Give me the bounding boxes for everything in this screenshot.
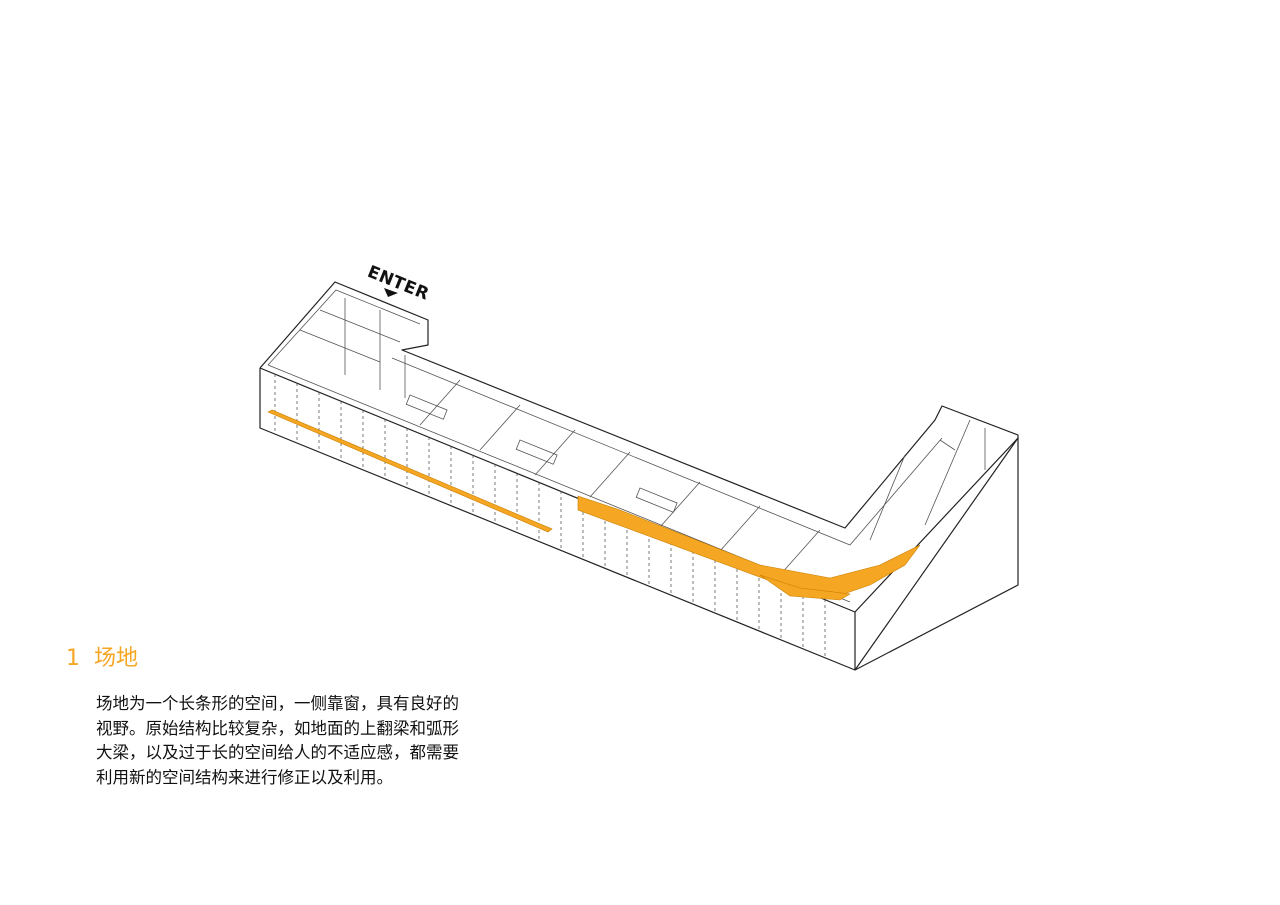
enter-arrow-icon [384, 288, 398, 297]
section-heading: 1 场地 [66, 640, 468, 672]
floor-beam [267, 409, 553, 533]
section-number: 1 [66, 646, 80, 671]
curved-beam-lower [759, 574, 851, 601]
building-outline [259, 281, 1019, 671]
curved-beam [577, 495, 921, 598]
section-description: 场地为一个长条形的空间，一侧靠窗，具有良好的视野。原始结构比较复杂，如地面的上翻… [96, 694, 459, 787]
window-mullions [274, 374, 826, 659]
section-title: 场地 [94, 646, 139, 671]
caption: 1 场地 场地为一个长条形的空间，一侧靠窗，具有良好的视野。原始结构比较复杂，如地… [66, 640, 468, 790]
interior-structure [267, 289, 986, 603]
highlighted-beams [267, 409, 921, 601]
